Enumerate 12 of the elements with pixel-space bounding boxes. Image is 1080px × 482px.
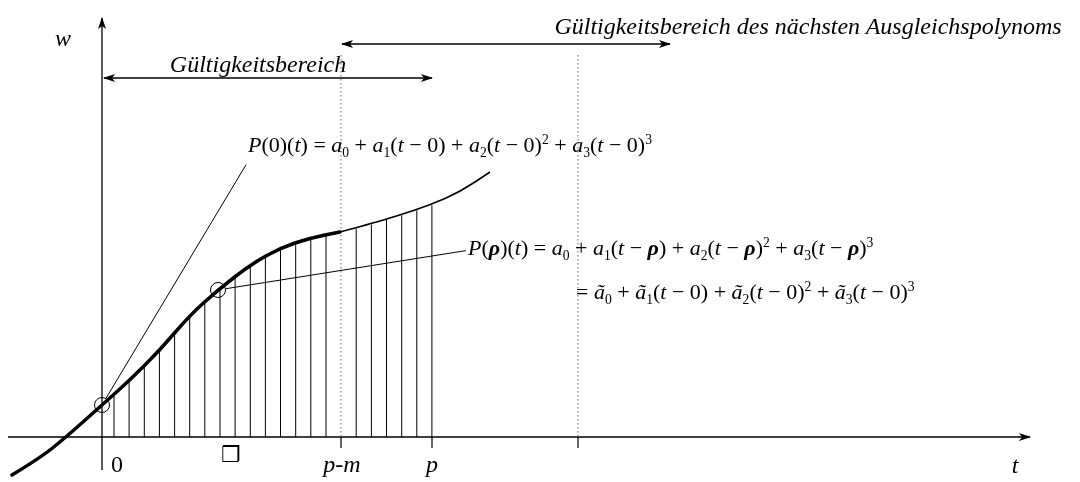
leader-line	[225, 250, 467, 290]
axis-label: w	[55, 26, 71, 50]
tick-label: 0	[111, 452, 123, 476]
range-label: Gültigkeitsbereich des nächsten Ausgleichspolynoms	[554, 14, 1062, 38]
tick-label: p	[426, 452, 438, 476]
tick-label: p-m	[323, 452, 361, 476]
range-label: Gültigkeitsbereich	[169, 52, 347, 76]
axis-label: t	[1011, 453, 1019, 477]
leader-line	[105, 164, 247, 399]
formula: P(ρ)(t) = a$_{0}$ + a$_{1}$(t − ρ) + a$_{2}$(t − ρ)$^{2}$ + a$_{3}$(t − ρ)$^{3}$ = ã$_{0}$ + ã$_{1}$(t − 0) + ã$_{2}$(t − 0)$^{2}$ + ã$_{3}$(t − 0)$^{3}$	[468, 226, 915, 314]
formula: P(0)(t) = a$_{0}$ + a$_{1}$(t − 0) + a$_{2}$(t − 0)$^{2}$ + a$_{3}$(t − 0)$^{3}$	[248, 123, 652, 167]
square-symbol: ❒	[221, 444, 241, 466]
